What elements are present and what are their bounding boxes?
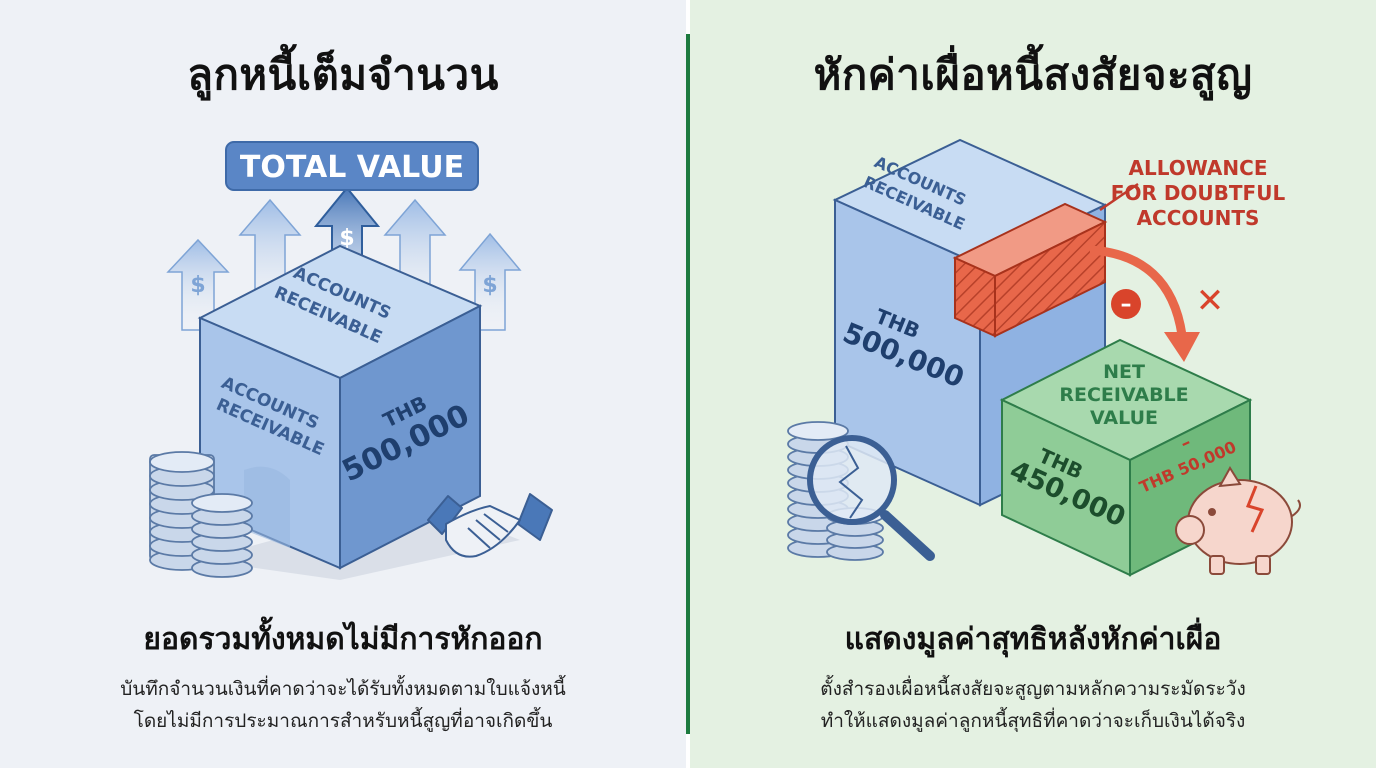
coin-stack-icon xyxy=(191,493,253,578)
net-label: RECEIVABLE xyxy=(1059,384,1188,406)
allowance-block xyxy=(952,202,1108,338)
right-subtitle: แสดงมูลค่าสุทธิหลังหักค่าเผื่อ xyxy=(844,622,1222,657)
panel-divider xyxy=(686,34,690,734)
allowance-label: ACCOUNTS xyxy=(1137,206,1260,230)
allowance-pointer xyxy=(1099,182,1139,212)
left-title: ลูกหนี้เต็มจำนวน xyxy=(187,50,499,99)
dollar-icon: $ xyxy=(482,273,497,298)
total-value-label: TOTAL VALUE xyxy=(240,150,464,185)
net-label: VALUE xyxy=(1090,407,1158,429)
right-title: หักค่าเผื่อหนี้สงสัยจะสูญ xyxy=(813,50,1253,99)
total-value-badge xyxy=(225,141,479,191)
right-description-line-2: ทำให้แสดงมูลค่าลูกหนี้สุทธิที่คาดว่าจะเก… xyxy=(820,710,1246,732)
cross-icon: ✕ xyxy=(1196,281,1225,321)
dollar-icon: $ xyxy=(190,273,205,298)
minus-icon xyxy=(1111,289,1141,319)
up-arrow-icon xyxy=(166,238,230,331)
right-illustration: ACCOUNTS RECEIVABLE THB 500,000 ALLOWANC… xyxy=(787,138,1301,577)
left-description-line-1: บันทึกจำนวนเงินที่คาดว่าจะได้รับทั้งหมดต… xyxy=(120,678,566,700)
cracked-piggy-bank-icon xyxy=(1175,466,1301,575)
allowance-label: FOR DOUBTFUL xyxy=(1111,181,1286,205)
right-description-line-1: ตั้งสำรองเผื่อหนี้สงสัยจะสูญตามหลักความร… xyxy=(820,678,1246,700)
magnifying-glass-icon xyxy=(807,435,935,561)
minus-sign: – xyxy=(1121,292,1132,317)
dollar-icon: $ xyxy=(339,226,354,251)
left-description-line-2: โดยไม่มีการประมาณการสำหรับหนี้สูญที่อาจเ… xyxy=(133,710,553,732)
left-illustration: $ $ $ TOTAL VALUE ACCOUNTS RECEIVABLE AC… xyxy=(149,141,553,580)
curved-arrow-icon xyxy=(1089,245,1200,362)
handshake-icon xyxy=(427,493,553,558)
allowance-label: ALLOWANCE xyxy=(1129,156,1268,180)
left-panel: ลูกหนี้เต็มจำนวน $ $ xyxy=(0,0,686,768)
net-label: NET xyxy=(1103,361,1145,383)
right-panel: หักค่าเผื่อหนี้สงสัยจะสูญ ACCOUNTS RECEI… xyxy=(690,0,1376,768)
left-subtitle: ยอดรวมทั้งหมดไม่มีการหักออก xyxy=(143,622,543,657)
